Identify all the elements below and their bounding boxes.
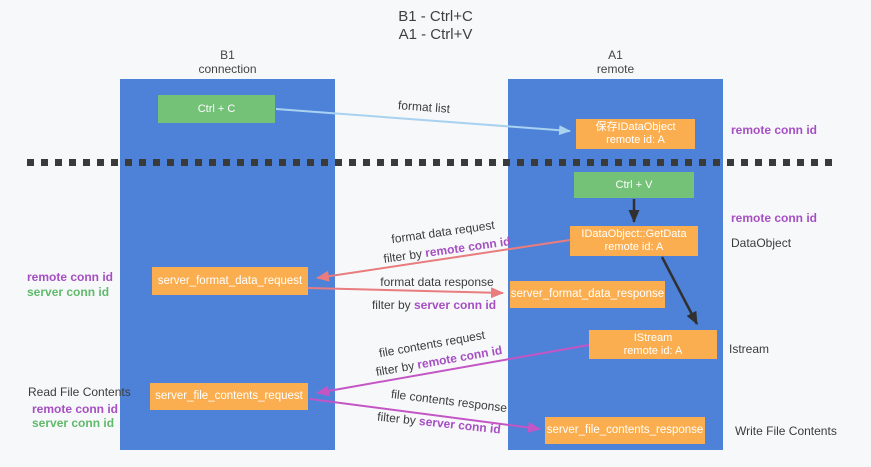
lane-a1-title: A1 bbox=[608, 48, 623, 62]
node-save-idataobject-line2: remote id: A bbox=[606, 134, 665, 146]
arrow-format-list bbox=[275, 108, 571, 136]
node-server-format-data-response: server_format_data_response bbox=[510, 281, 665, 308]
node-server-file-contents-request: server_file_contents_request bbox=[150, 383, 308, 410]
annotation-left-remote-conn-id-bottom: remote conn id bbox=[32, 402, 119, 416]
node-idataobject-getdata: IDataObject::GetData remote id: A bbox=[570, 226, 698, 256]
arrow-file-contents-response bbox=[309, 398, 541, 433]
filter-by-text: filter by bbox=[371, 298, 414, 312]
annotation-write-file-contents: Write File Contents bbox=[735, 424, 837, 438]
copy-paste-divider-line bbox=[27, 159, 835, 166]
annotation-left-server-conn-id-bottom: server conn id bbox=[32, 416, 115, 430]
node-ctrl-c-label: Ctrl + C bbox=[197, 102, 236, 115]
node-ctrl-v-label: Ctrl + V bbox=[615, 178, 653, 191]
lane-b1-title: B1 bbox=[220, 48, 235, 62]
annotation-remote-conn-id-top: remote conn id bbox=[731, 123, 818, 137]
annotation-remote-conn-id-mid: remote conn id bbox=[731, 211, 818, 225]
node-save-idataobject: 保存IDataObject remote id: A bbox=[576, 119, 695, 149]
node-server-format-data-response-label: server_format_data_response bbox=[510, 288, 665, 300]
annotation-read-file-contents: Read File Contents bbox=[28, 385, 131, 399]
diagram-title-line2: A1 - Ctrl+V bbox=[398, 26, 473, 43]
annotation-istream: Istream bbox=[729, 342, 770, 356]
server-conn-id-text: server conn id bbox=[413, 298, 497, 312]
node-idataobject-getdata-line2: remote id: A bbox=[604, 241, 664, 253]
annotation-dataobject: DataObject bbox=[731, 236, 792, 250]
node-istream-line2: remote id: A bbox=[623, 344, 683, 357]
arrow-file-contents-request bbox=[316, 344, 590, 397]
node-server-file-contents-request-label: server_file_contents_request bbox=[155, 390, 303, 402]
node-save-idataobject-line1: 保存IDataObject bbox=[595, 121, 676, 133]
diagram-title-line1: B1 - Ctrl+C bbox=[398, 8, 473, 25]
node-server-format-data-request: server_format_data_request bbox=[152, 267, 308, 295]
annotation-left-remote-conn-id-mid: remote conn id bbox=[27, 270, 114, 284]
node-server-file-contents-response: server_file_contents_response bbox=[545, 417, 705, 444]
node-server-file-contents-response-label: server_file_contents_response bbox=[546, 424, 704, 436]
diagram-title: B1 - Ctrl+C A1 - Ctrl+V bbox=[0, 8, 871, 44]
arrow-format-data-request bbox=[316, 239, 571, 282]
edge-label-format-data-response: format data response bbox=[380, 275, 494, 289]
node-istream-line1: IStream bbox=[633, 331, 673, 344]
arrow-format-data-response bbox=[307, 287, 504, 299]
lane-header-a1: A1 remote bbox=[508, 48, 723, 76]
node-istream: IStream remote id: A bbox=[589, 330, 717, 359]
arrow-getdata-to-istream bbox=[660, 256, 699, 325]
lane-b1-subtitle: connection bbox=[198, 62, 257, 76]
node-ctrl-c: Ctrl + C bbox=[158, 95, 275, 123]
node-server-format-data-request-label: server_format_data_request bbox=[157, 274, 303, 287]
lane-a1-subtitle: remote bbox=[596, 62, 635, 76]
node-ctrl-v: Ctrl + V bbox=[574, 172, 694, 198]
node-idataobject-getdata-line1: IDataObject::GetData bbox=[581, 228, 687, 240]
lane-header-b1: B1 connection bbox=[120, 48, 335, 76]
edge-label-format-data-response-filter: filter by server conn id bbox=[372, 298, 496, 312]
annotation-left-server-conn-id-mid: server conn id bbox=[27, 285, 110, 299]
